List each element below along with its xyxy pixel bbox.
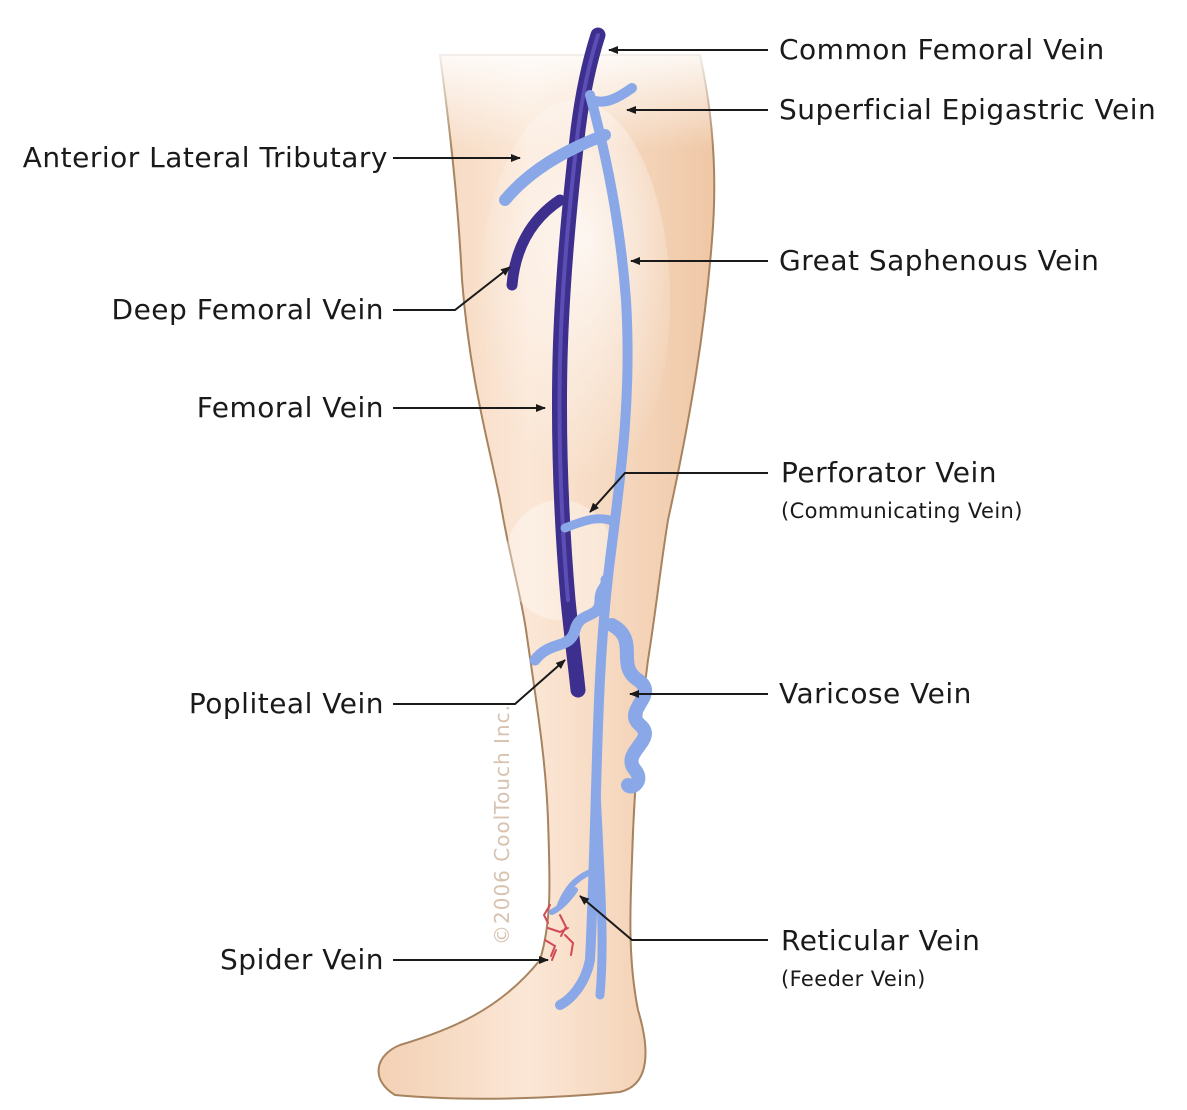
label-popliteal-vein: Popliteal Vein (189, 690, 384, 718)
label-femoral-vein: Femoral Vein (197, 394, 384, 422)
label-reticular-vein-sub: (Feeder Vein) (781, 969, 926, 990)
label-spider-vein: Spider Vein (220, 946, 384, 974)
label-deep-femoral-vein: Deep Femoral Vein (112, 296, 384, 324)
label-varicose-vein: Varicose Vein (779, 680, 972, 708)
label-great-saphenous-vein: Great Saphenous Vein (779, 247, 1099, 275)
label-superficial-epigastric-vein: Superficial Epigastric Vein (779, 96, 1156, 124)
label-reticular-vein: Reticular Vein (781, 927, 980, 955)
label-perforator-vein-sub: (Communicating Vein) (781, 501, 1023, 522)
label-perforator-vein: Perforator Vein (781, 459, 997, 487)
label-anterior-lateral-tributary: Anterior Lateral Tributary (23, 144, 388, 172)
label-common-femoral-vein: Common Femoral Vein (779, 36, 1105, 64)
copyright-watermark: ©2006 CoolTouch Inc. (490, 704, 514, 945)
